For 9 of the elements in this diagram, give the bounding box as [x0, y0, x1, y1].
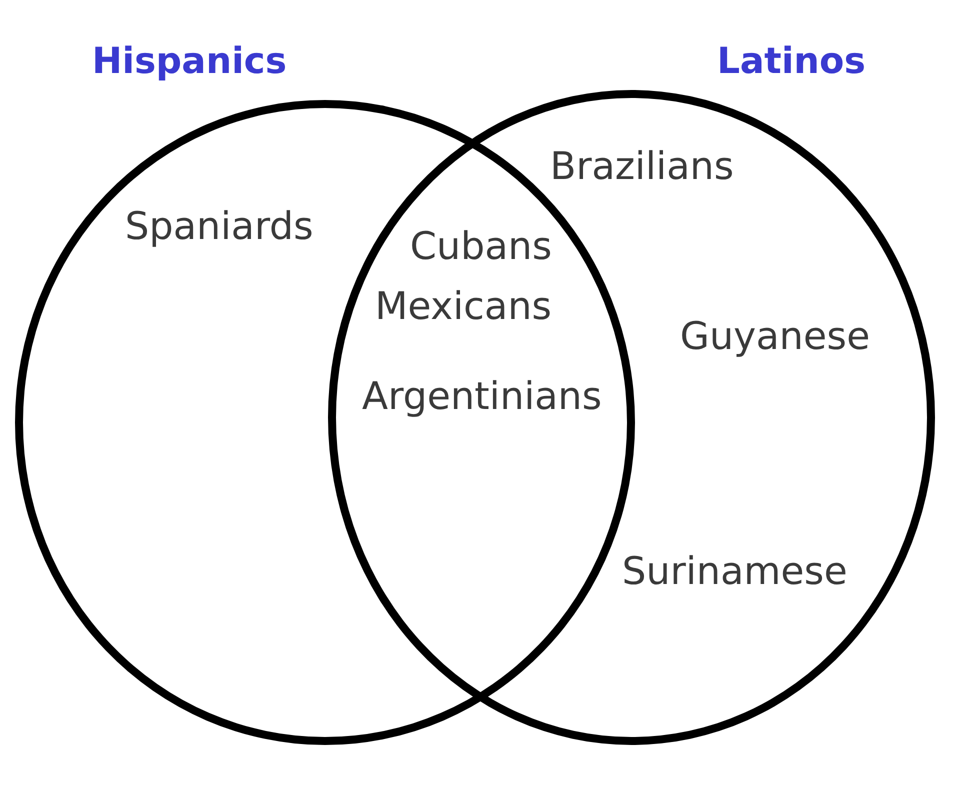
set-member-label: Cubans	[410, 224, 552, 270]
set-member-label: Surinamese	[622, 549, 848, 595]
set-member-label: Argentinians	[362, 374, 602, 420]
set-member-label: Mexicans	[375, 284, 552, 330]
set-member-label: Guyanese	[680, 314, 870, 360]
set-member-label: Spaniards	[125, 204, 314, 250]
set-title: Latinos	[717, 40, 866, 84]
set-title: Hispanics	[92, 40, 287, 84]
set-member-label: Brazilians	[550, 144, 734, 190]
